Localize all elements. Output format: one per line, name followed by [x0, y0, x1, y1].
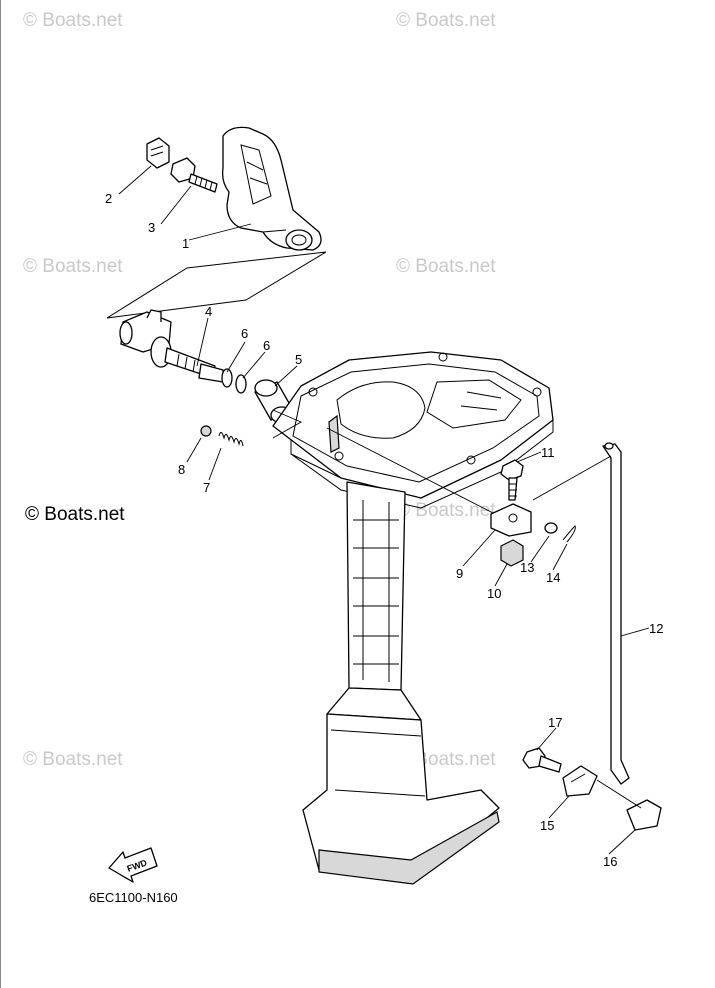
- watermark: © Boats.net: [396, 10, 496, 31]
- callout-14: 14: [546, 570, 560, 585]
- callout-1: 1: [182, 236, 189, 251]
- callout-7: 7: [203, 480, 210, 495]
- callout-8: 8: [178, 462, 185, 477]
- callout-2: 2: [105, 191, 112, 206]
- part-13-washer: [544, 522, 558, 534]
- leader-line: [326, 427, 496, 515]
- leader-line: [596, 779, 642, 809]
- part-1-bracket: [221, 126, 322, 251]
- callout-15: 15: [540, 818, 554, 833]
- part-7-spring: [218, 432, 244, 447]
- watermark: © Boats.net: [23, 10, 123, 31]
- part-4-shaft: [119, 309, 224, 383]
- part-16-clip: [626, 799, 662, 831]
- callout-5: 5: [295, 352, 302, 367]
- callout-10: 10: [487, 586, 501, 601]
- part-14-pin: [562, 525, 576, 543]
- part-12-rod: [532, 442, 630, 785]
- part-17-bolt: [522, 747, 562, 773]
- watermark: © Boats.net: [396, 500, 496, 521]
- callout-3: 3: [148, 220, 155, 235]
- part-2-clip: [146, 137, 170, 169]
- callout-6b: 6: [263, 338, 270, 353]
- part-11-screw: [500, 459, 524, 501]
- part-6-oring: [221, 368, 233, 388]
- diagram-code: 6EC1100-N160: [89, 890, 178, 905]
- part-6-oring: [235, 374, 247, 394]
- watermark: © Boats.net: [23, 749, 123, 770]
- callout-6: 6: [241, 326, 248, 341]
- fwd-arrow-icon: FWD: [108, 847, 158, 883]
- callout-9: 9: [456, 566, 463, 581]
- callout-13: 13: [520, 560, 534, 575]
- callout-12: 12: [649, 621, 663, 636]
- callout-17: 17: [548, 715, 562, 730]
- watermark: © Boats.net: [23, 256, 123, 277]
- callout-11: 11: [541, 445, 555, 460]
- engine-base: [272, 351, 554, 509]
- assembly-outline: [106, 251, 327, 319]
- callout-leaders: [118, 165, 650, 855]
- part-9-clip: [490, 503, 532, 537]
- part-10-block: [500, 539, 524, 567]
- watermark-main: © Boats.net: [25, 504, 125, 525]
- part-15-clip: [562, 765, 598, 797]
- watermark: © Boats.net: [396, 256, 496, 277]
- callout-16: 16: [603, 854, 617, 869]
- part-3-bolt: [170, 157, 218, 193]
- part-8-ball: [200, 425, 212, 437]
- leader-line: [272, 409, 303, 439]
- callout-4: 4: [205, 304, 212, 319]
- drive-shaft-housing: [302, 481, 500, 885]
